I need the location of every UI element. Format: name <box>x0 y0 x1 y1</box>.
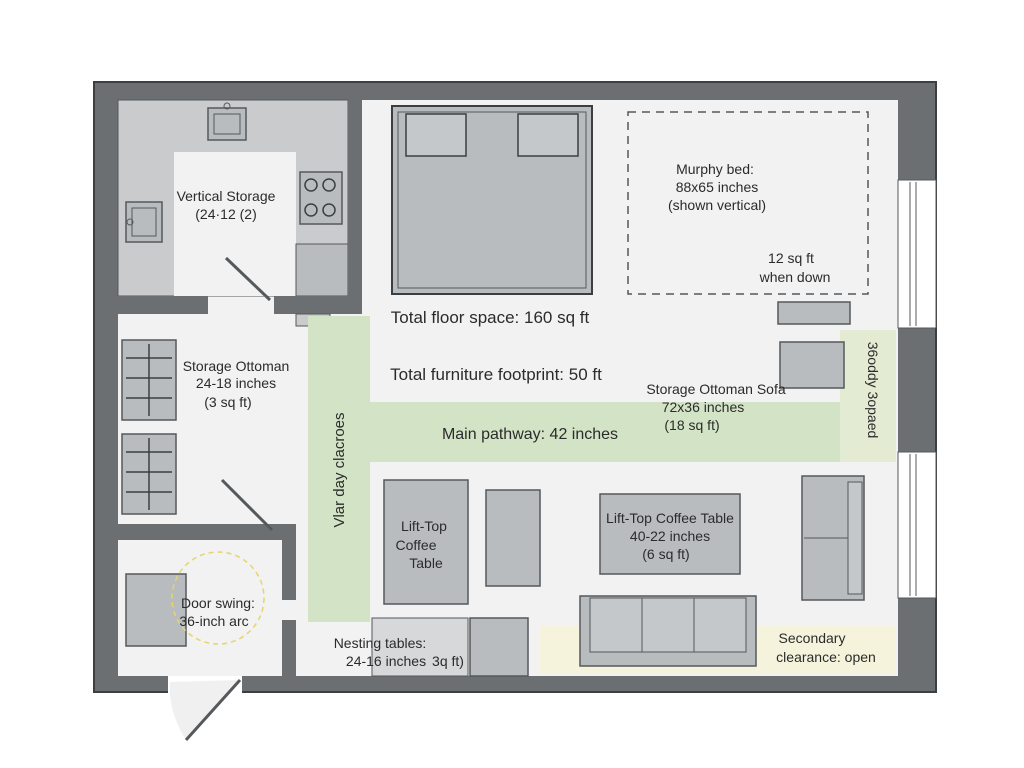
side-table <box>777 301 851 325</box>
lift-top-center-label-3: (6 sq ft) <box>642 546 689 562</box>
lift-top-coffee-table-center <box>599 493 741 575</box>
storage-ottoman-label-1: Storage Ottoman <box>183 358 290 374</box>
secondary-clearance-label-2: clearance: open <box>776 649 876 665</box>
murphy-bed-label-3: (shown vertical) <box>668 197 766 213</box>
pillow <box>405 113 467 157</box>
vertical-clearance-label: Vlar day clacroes <box>331 412 348 527</box>
interior-wall <box>348 100 362 314</box>
murphy-down-label-2: when down <box>759 269 831 285</box>
murphy-bed-label-2: 88x65 inches <box>676 179 759 195</box>
entry-door-leaf <box>184 678 242 742</box>
storage-ottoman-box <box>779 341 845 389</box>
entry-door-swing <box>169 680 240 740</box>
lift-top-left-label-1: Lift-Top <box>401 518 447 534</box>
pillow <box>517 113 579 157</box>
side-clearance-label: 36oddy 3opaed <box>865 342 881 439</box>
ottoman-sofa-label-1: Storage Ottoman Sofa <box>646 381 786 397</box>
nesting-tables-label-3: 3q ft) <box>432 653 464 669</box>
interior-wall <box>118 524 296 540</box>
lift-top-center-label-2: 40-22 inches <box>630 528 710 544</box>
nesting-table-small <box>469 617 529 677</box>
ottoman-sofa-label-3: (18 sq ft) <box>664 417 719 433</box>
nesting-tables-label-2: 24-16 inches <box>346 653 426 669</box>
kitchen-open-floor <box>174 152 296 296</box>
burner-icon <box>322 178 336 192</box>
door-swing-arc <box>171 551 265 645</box>
murphy-bed-outline <box>627 111 869 295</box>
total-furniture-label: Total furniture footprint: 50 ft <box>390 365 602 384</box>
ottoman-sofa-label-2: 72x36 inches <box>662 399 745 415</box>
burner-icon <box>304 178 318 192</box>
armchair-back <box>847 481 863 595</box>
secondary-clearance-label-1: Secondary <box>779 630 846 646</box>
sofa-cushion <box>589 597 643 653</box>
accent-chair <box>485 489 541 587</box>
bed-frame-inner <box>397 111 587 289</box>
interior-wall <box>118 296 208 314</box>
side-sink-basin <box>131 207 157 237</box>
kitchen-counter <box>295 243 349 297</box>
vertical-storage-label-2: (24·12 (2) <box>195 206 256 222</box>
burner-icon <box>322 203 336 217</box>
storage-ottoman-label-2: 24-18 inches <box>196 375 276 391</box>
nesting-tables-label-1: Nesting tables: <box>334 635 427 651</box>
lift-top-left-label-3: Table <box>409 555 443 571</box>
door-swing-label-1: Door swing: <box>181 595 255 611</box>
lift-top-coffee-table-left <box>383 479 469 605</box>
faucet-icon <box>223 102 231 110</box>
interior-wall <box>274 296 348 314</box>
main-pathway-label: Main pathway: 42 inches <box>442 426 618 443</box>
murphy-bed-label-1: Murphy bed: <box>676 161 754 177</box>
kitchen-sink-basin <box>213 113 241 135</box>
interior-wall <box>282 620 296 676</box>
sofa-cushion <box>641 597 695 653</box>
storage-box <box>125 573 187 647</box>
faucet-icon <box>126 218 134 226</box>
storage-ottoman-label-3: (3 sq ft) <box>204 394 251 410</box>
stove <box>299 171 343 225</box>
lift-top-center-label-1: Lift-Top Coffee Table <box>606 510 734 526</box>
nesting-table-large <box>371 617 469 677</box>
vertical-clearance-zone <box>308 316 370 622</box>
interior-wall <box>282 524 296 600</box>
door-swing-label-2: 36-inch arc <box>179 613 248 629</box>
side-clearance-zone <box>840 330 896 462</box>
burner-icon <box>304 203 318 217</box>
lift-top-left-label-2: Coffee <box>396 537 437 553</box>
murphy-down-label-1: 12 sq ft <box>768 250 814 266</box>
closet-door-leaf <box>220 478 274 532</box>
total-floor-label: Total floor space: 160 sq ft <box>391 308 590 327</box>
vertical-storage-label-1: Vertical Storage <box>177 188 276 204</box>
window-lower <box>897 451 937 599</box>
main-pathway-zone <box>370 402 868 462</box>
kitchen-door-leaf <box>224 256 272 302</box>
window-upper <box>897 179 937 329</box>
sofa-cushion <box>693 597 747 653</box>
